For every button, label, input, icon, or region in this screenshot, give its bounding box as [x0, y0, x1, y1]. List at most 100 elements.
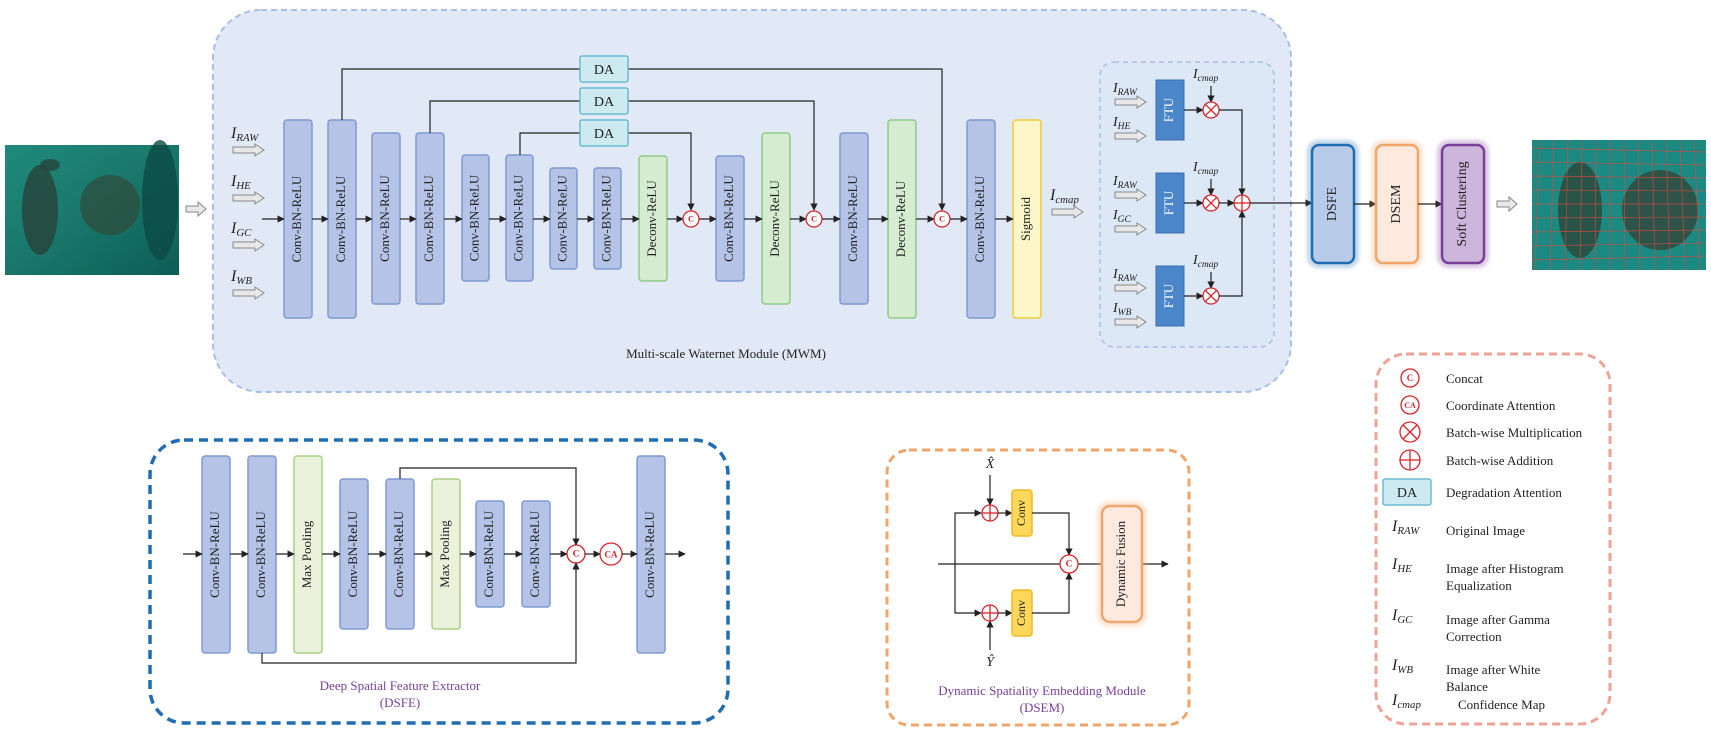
dsfe-detail-block-5-label: Conv-BN-ReLU — [391, 510, 406, 597]
mwm-output-arrow-icon — [1051, 205, 1084, 219]
mwm-skip-line — [341, 68, 946, 211]
legend-symbol-he: IHE — [1391, 556, 1412, 575]
ftu-input-bottom-sub: GC — [1118, 215, 1132, 225]
mwm-input-wb-base: I — [230, 268, 237, 285]
mwm-block-8: Conv-BN-ReLU — [593, 167, 622, 270]
dsem-conv-bottom: Conv — [1011, 589, 1033, 637]
dsfe-detail-block-2: Conv-BN-ReLU — [247, 455, 277, 654]
legend-symbol-raw-sub: RAW — [1396, 525, 1420, 537]
ftu-input-top-sub: RAW — [1117, 88, 1138, 98]
seg-line — [1594, 139, 1597, 271]
seg-line — [1531, 216, 1707, 219]
ftu-input-top-sub: RAW — [1117, 181, 1138, 191]
ftu-arrow-icon — [1114, 129, 1147, 143]
mwm-concat-1: C — [688, 214, 694, 223]
mwm-block-15-label: Sigmoid — [1018, 196, 1033, 241]
dsem-concat: C — [1066, 560, 1073, 570]
dsem-concat-circle — [1059, 554, 1079, 574]
legend-image-item: IRAW Original Image — [1391, 518, 1525, 538]
dsfe-concat: C — [573, 550, 580, 560]
ftu-merge-line — [1219, 210, 1246, 297]
legend-item: Batch-wise Addition — [1399, 449, 1554, 471]
input-arrow-icon — [185, 200, 207, 218]
legend-item-text: Degradation Attention — [1446, 485, 1562, 500]
mwm-block-9: Deconv-ReLU — [638, 155, 668, 282]
dsfe-detail-block-6-label: Max Pooling — [437, 520, 452, 588]
dsfe-detail-blocks: Conv-BN-ReLU Conv-BN-ReLU Max Pooling Conv-… — [183, 455, 686, 664]
mwm-block-5-label: Conv-BN-ReLU — [466, 174, 481, 261]
mwm-block-6: Conv-BN-ReLU — [505, 154, 534, 282]
mwm-output-label: Icmap — [1049, 187, 1079, 206]
mwm-input-he-sub: HE — [235, 180, 251, 192]
legend-multiply-icon-x2 — [1402, 424, 1418, 440]
mwm-block-2-label: Conv-BN-ReLU — [333, 175, 348, 262]
da-block-3: DA — [579, 119, 629, 147]
dsfe-title-line2: (DSFE) — [380, 695, 420, 710]
dsfe-skip-top — [399, 467, 580, 546]
da-block-box — [579, 119, 629, 147]
mwm-concat-2-circle — [805, 210, 823, 228]
legend-image-text-2: Correction — [1446, 629, 1502, 644]
mwm-input-he: IHE — [230, 173, 251, 192]
mwm-block-1-label: Conv-BN-ReLU — [289, 175, 304, 262]
da-block-label: DA — [594, 95, 615, 110]
legend-symbol — [1400, 395, 1420, 415]
dsfe-detail-block-6: Max Pooling — [431, 478, 461, 630]
ftu-input-bottom-base: I — [1112, 115, 1119, 130]
seg-line — [1531, 175, 1707, 179]
ftu-cmap-label: Icmap — [1192, 253, 1219, 270]
legend-image-text-1: Original Image — [1446, 523, 1525, 538]
ftu-multiply-icon-x2 — [1204, 289, 1218, 303]
legend-symbol-gc-sub: GC — [1397, 614, 1413, 626]
da-block-2: DA — [579, 87, 629, 115]
legend-da-label: DA — [1397, 486, 1418, 501]
mwm-output-label-sub: cmap — [1055, 194, 1079, 206]
mwm-block-13: Deconv-ReLU — [887, 119, 917, 319]
ftu-arrow-icon — [1114, 188, 1147, 202]
dsfe-detail-block-5: Conv-BN-ReLU — [385, 478, 415, 630]
legend-container — [1374, 352, 1612, 726]
mwm-input-arrow-icon — [232, 191, 265, 205]
mwm-output-label-base: I — [1049, 187, 1056, 204]
ftu-cmap-label-sub: cmap — [1198, 74, 1219, 84]
ftu-cmap-label-base: I — [1192, 253, 1199, 268]
dsem-block: DSEM — [1371, 140, 1423, 268]
mwm-concat-2: C — [811, 214, 817, 223]
legend-symbol-he-sub: HE — [1396, 563, 1412, 575]
ftu-cmap-label-base: I — [1192, 67, 1199, 82]
dsfe-skip-bottom — [261, 562, 580, 664]
legend-item-text: Batch-wise Multiplication — [1446, 425, 1583, 440]
fusion-box — [1100, 504, 1144, 624]
ftu-box — [1155, 79, 1185, 141]
ftu-box — [1155, 265, 1185, 327]
ftu-input-top-sub: RAW — [1117, 274, 1138, 284]
ftu-cmap-label-sub: cmap — [1198, 260, 1219, 270]
ftu-input-bottom: IHE — [1112, 115, 1131, 132]
legend-item: Batch-wise Multiplication — [1399, 421, 1583, 443]
dsem-x-hat-label: X̂ — [985, 456, 995, 472]
dsfe-detail-block-1: Conv-BN-ReLU — [201, 455, 231, 654]
ftu-arrow-icon — [1114, 315, 1147, 329]
dsfe-detail-block-9: Conv-BN-ReLU — [636, 455, 666, 654]
legend-symbol-raw: IRAW — [1391, 518, 1420, 537]
ftu-input-top-base: I — [1112, 174, 1119, 189]
legend-da-box — [1382, 478, 1432, 506]
ftu-cmap-label-base: I — [1192, 160, 1199, 175]
legend-symbol-raw-base: I — [1391, 518, 1398, 535]
dsfe-detail-block-8-label: Conv-BN-ReLU — [527, 510, 542, 597]
output-image — [1531, 139, 1707, 271]
dsfe-detail-container — [148, 438, 730, 725]
ftu-input-bottom-base: I — [1112, 208, 1119, 223]
mwm-block-4-label: Conv-BN-ReLU — [421, 175, 436, 262]
da-block-box — [579, 87, 629, 115]
dsem-conv-out-top — [1032, 512, 1073, 556]
mwm-block-2: Conv-BN-ReLU — [327, 119, 357, 319]
mwm-block-9-label: Deconv-ReLU — [644, 180, 659, 257]
mwm-block-4: Conv-BN-ReLU — [415, 132, 445, 305]
legend-symbol-wb: IWB — [1391, 657, 1413, 676]
mwm-input-gc: IGC — [230, 220, 252, 239]
